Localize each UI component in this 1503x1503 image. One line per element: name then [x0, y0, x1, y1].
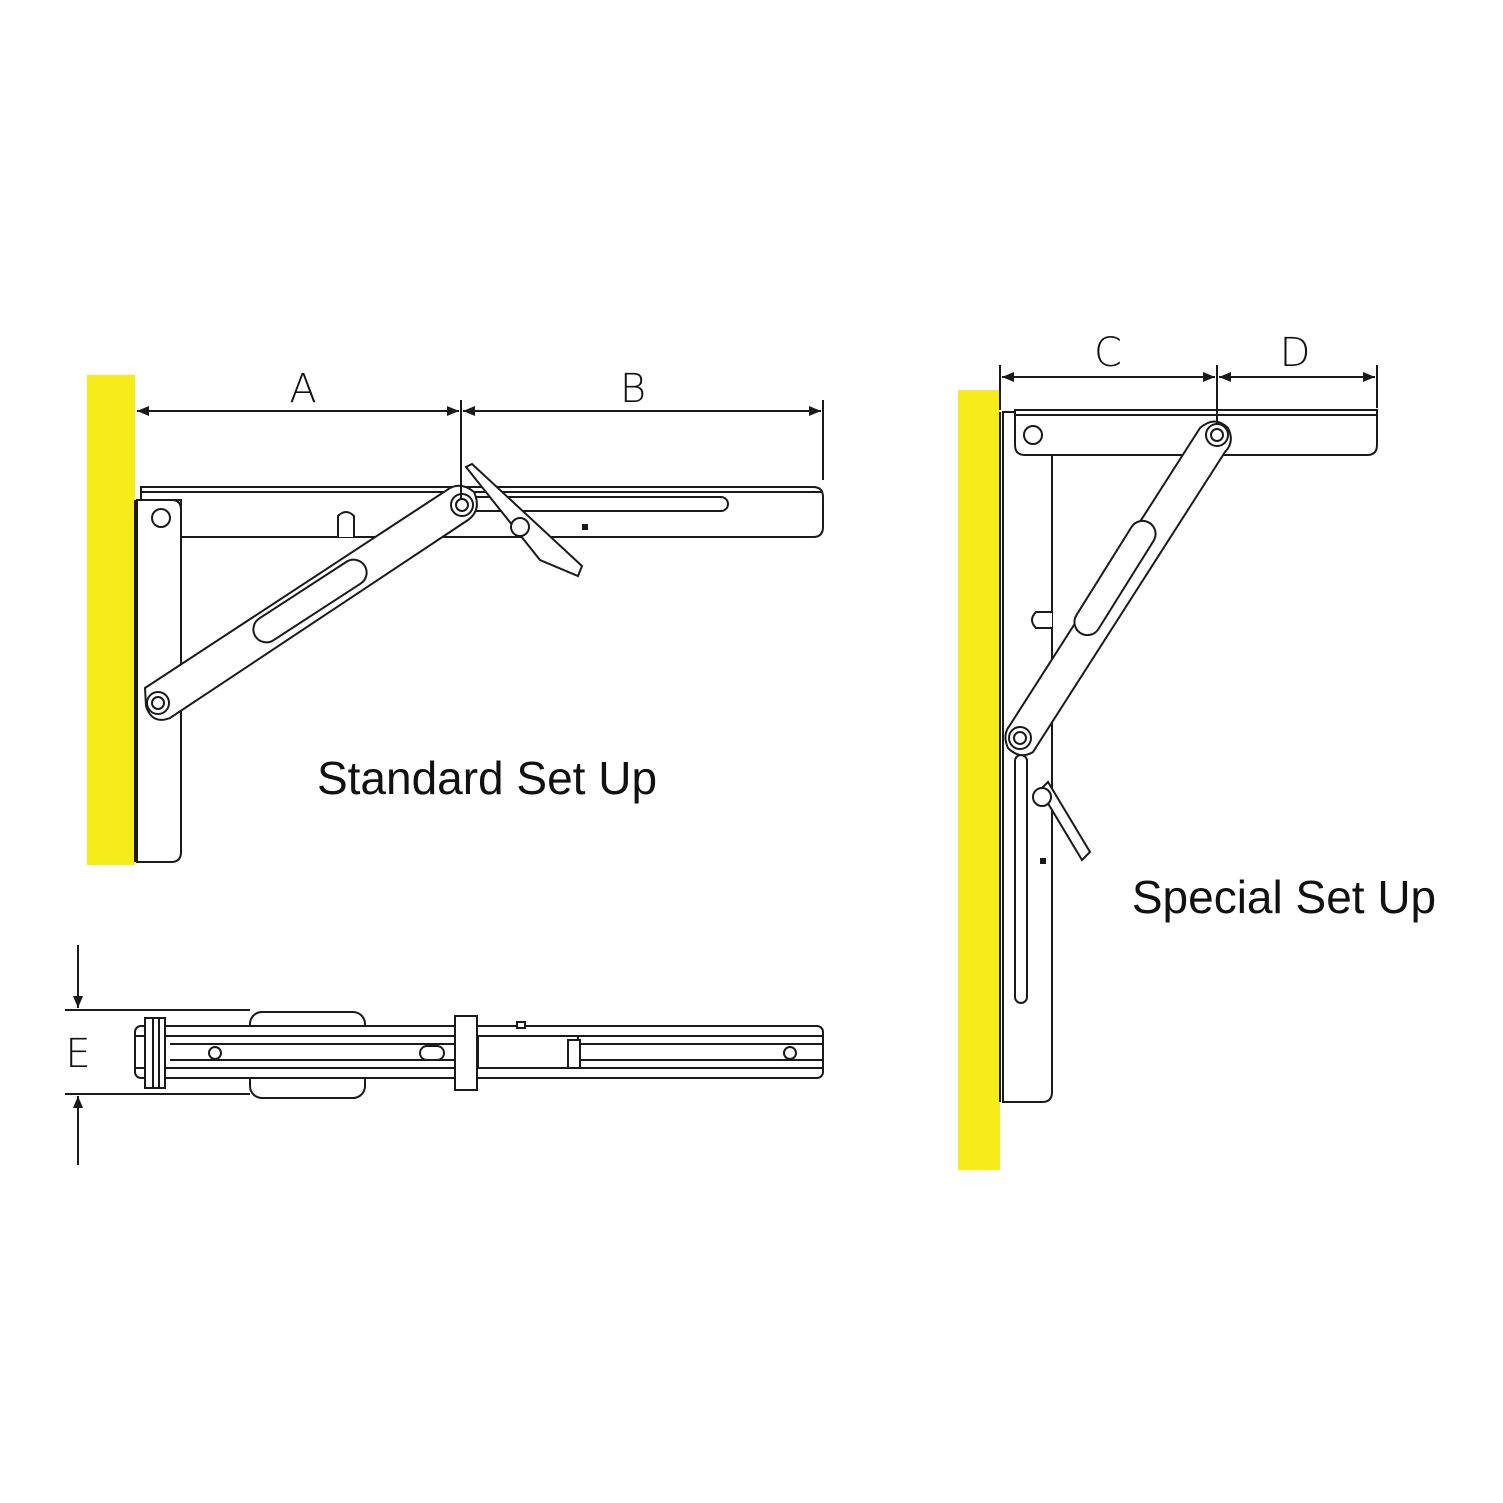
- folded-view: E: [65, 945, 824, 1165]
- wall: [87, 375, 135, 865]
- dimension-d-label: D: [1280, 330, 1311, 376]
- dimension-b-label: B: [620, 366, 646, 412]
- dimension-e-label: E: [65, 1031, 90, 1077]
- dimension-a-label: A: [289, 366, 316, 412]
- standard-setup-caption: Standard Set Up: [317, 752, 657, 804]
- diagonal-strut: [1004, 420, 1232, 757]
- latch: [1038, 780, 1092, 862]
- dimension-c-label: C: [1094, 330, 1122, 376]
- special-setup: C D Special Set Up: [958, 330, 1436, 1170]
- special-setup-caption: Special Set Up: [1132, 871, 1436, 923]
- wall: [958, 390, 1000, 1170]
- standard-setup: A B Standard Set Up: [87, 366, 824, 865]
